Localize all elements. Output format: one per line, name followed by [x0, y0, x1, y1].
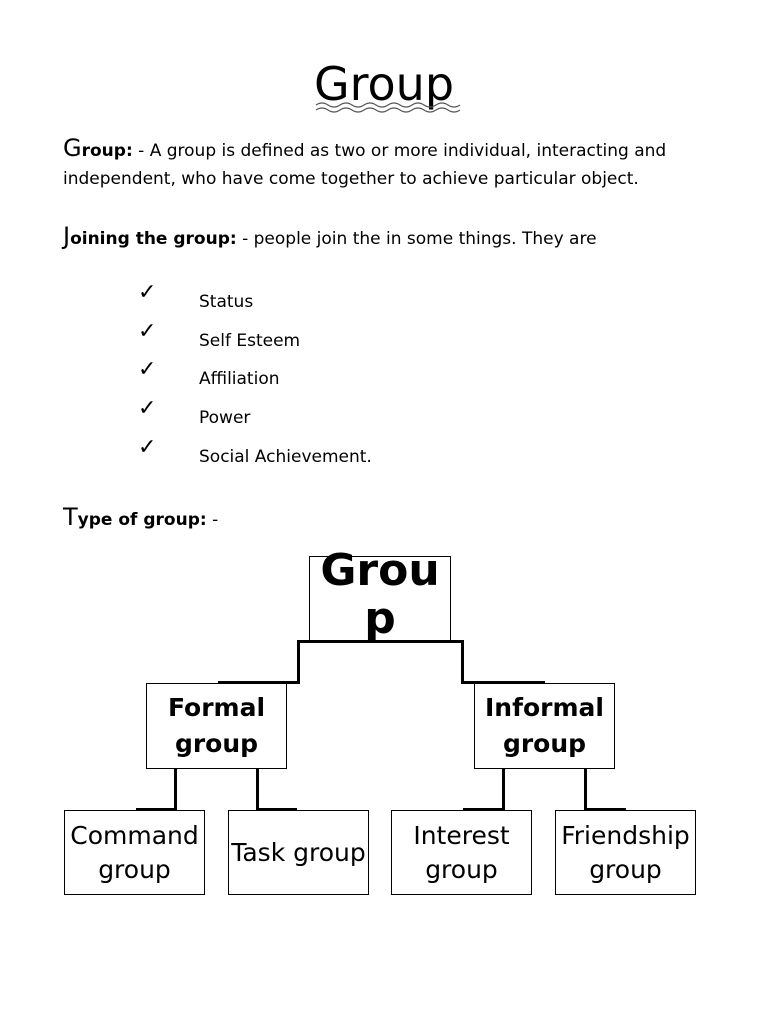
task-group-box: Task group	[228, 810, 369, 895]
connector-line	[136, 808, 177, 811]
command-label-line-2: group	[98, 854, 171, 884]
connector-line	[584, 766, 587, 811]
definition-line-2: independent, who have come together to a…	[63, 169, 639, 189]
joining-dash: -	[236, 229, 254, 249]
joining-paragraph: Joining the group: - people join the in …	[63, 222, 723, 253]
reason-label: Status	[199, 292, 254, 312]
types-dash: -	[206, 510, 219, 530]
definition-paragraph: Group: - A group is defined as two or mo…	[63, 134, 723, 193]
connector-line	[502, 766, 505, 811]
connector-line	[174, 766, 177, 811]
definition-line-1: Group: - A group is defined as two or mo…	[63, 134, 723, 165]
joining-term: oining the group:	[70, 229, 237, 249]
connector-line	[584, 808, 626, 811]
reason-label: Social Achievement.	[199, 447, 372, 467]
command-group-box: Command group	[64, 810, 205, 895]
command-label-line-1: Command	[70, 820, 199, 850]
reason-label: Self Esteem	[199, 331, 301, 351]
reason-label: Affiliation	[199, 369, 280, 389]
types-initial: T	[63, 503, 78, 531]
connector-line	[463, 808, 505, 811]
page-title: Group	[313, 57, 455, 111]
interest-label-line-1: Interest	[413, 820, 510, 850]
connector-line	[297, 640, 300, 684]
checkmark-icon: ✓	[138, 357, 157, 382]
connector-line	[461, 640, 464, 684]
friendship-group-box: Friendship group	[555, 810, 696, 895]
list-item: ✓ Status	[138, 280, 538, 313]
formal-label-line-1: Formal	[167, 693, 266, 722]
connector-line	[218, 681, 300, 684]
checkmark-icon: ✓	[138, 319, 157, 344]
joining-initial: J	[63, 222, 71, 250]
list-item: ✓ Power	[138, 396, 538, 429]
informal-group-box: Informal group	[474, 683, 615, 769]
interest-group-box: Interest group	[391, 810, 532, 895]
types-heading: Type of group: -	[63, 503, 218, 534]
wavy-underline	[315, 102, 461, 113]
formal-group-box: Formal group	[146, 683, 287, 769]
list-item: ✓ Self Esteem	[138, 319, 538, 352]
definition-initial: G	[63, 134, 82, 162]
informal-label-line-2: group	[502, 729, 587, 758]
informal-label-line-1: Informal	[485, 693, 604, 722]
root-group-box: Grou p	[309, 547, 451, 644]
checkmark-icon: ✓	[138, 280, 157, 305]
formal-label-line-2: group	[174, 729, 259, 758]
definition-dash: -	[132, 141, 150, 161]
root-label-line-2: p	[364, 593, 396, 644]
checkmark-icon: ✓	[138, 435, 157, 460]
definition-term: roup:	[81, 141, 133, 161]
connector-line	[461, 681, 545, 684]
interest-label-line-2: group	[425, 854, 498, 884]
types-term: ype of group:	[77, 510, 207, 530]
list-item: ✓ Social Achievement.	[138, 435, 538, 468]
reason-label: Power	[199, 408, 251, 428]
list-item: ✓ Affiliation	[138, 357, 538, 390]
friendship-label-line-2: group	[589, 854, 662, 884]
definition-text-1: A group is defined as two or more indivi…	[149, 141, 667, 161]
connector-line	[298, 640, 463, 643]
task-label: Task group	[231, 837, 366, 867]
connector-line	[256, 766, 259, 811]
checkmark-icon: ✓	[138, 396, 157, 421]
joining-text: people join the in some things. They are	[253, 229, 597, 249]
friendship-label-line-1: Friendship	[561, 820, 690, 850]
connector-line	[256, 808, 297, 811]
root-label-line-1: Grou	[320, 545, 440, 596]
